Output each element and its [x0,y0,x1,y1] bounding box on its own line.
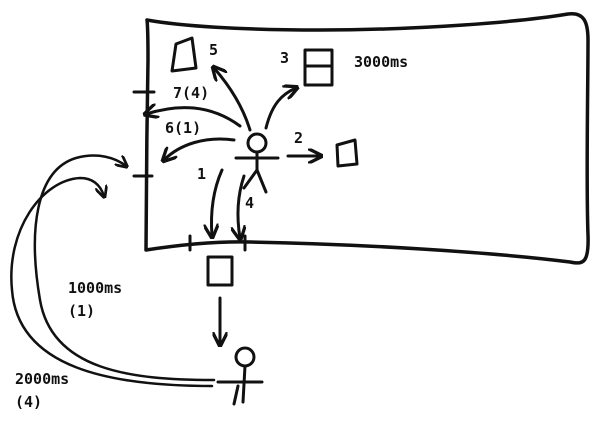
loop-inner-timing: 1000ms [68,279,122,297]
loop-outer-timing: 2000ms [15,370,69,388]
box-icon-bottom [206,255,234,287]
timing-label-box3: 3000ms [354,53,408,71]
loop-arrow-inner [33,154,216,382]
loop-inner-id: (1) [68,302,95,320]
box-icon-upper-left [170,36,198,73]
arrow-3 [264,88,296,130]
arrow-label-6: 6(1) [165,119,201,137]
arrow-label-5: 5 [209,41,218,59]
box-icon-right [335,138,359,168]
stick-figure-icon [216,346,264,406]
loop-outer-id: (4) [15,393,42,411]
arrow-label-4: 4 [245,194,254,212]
arrow-7 [146,108,242,128]
arrow-5 [214,68,252,132]
system-boundary [144,12,590,265]
stick-figure-icon [234,132,280,194]
arrow-label-1: 1 [197,165,206,183]
arrow-label-2: 2 [294,129,303,147]
arrow-6 [164,137,236,160]
window-box-icon [303,48,334,87]
arrow-4 [238,174,244,238]
arrow-label-3: 3 [280,49,289,67]
arrow-label-7: 7(4) [173,84,209,102]
arrow-1 [211,168,224,236]
loop-arrow-outer [10,176,214,388]
